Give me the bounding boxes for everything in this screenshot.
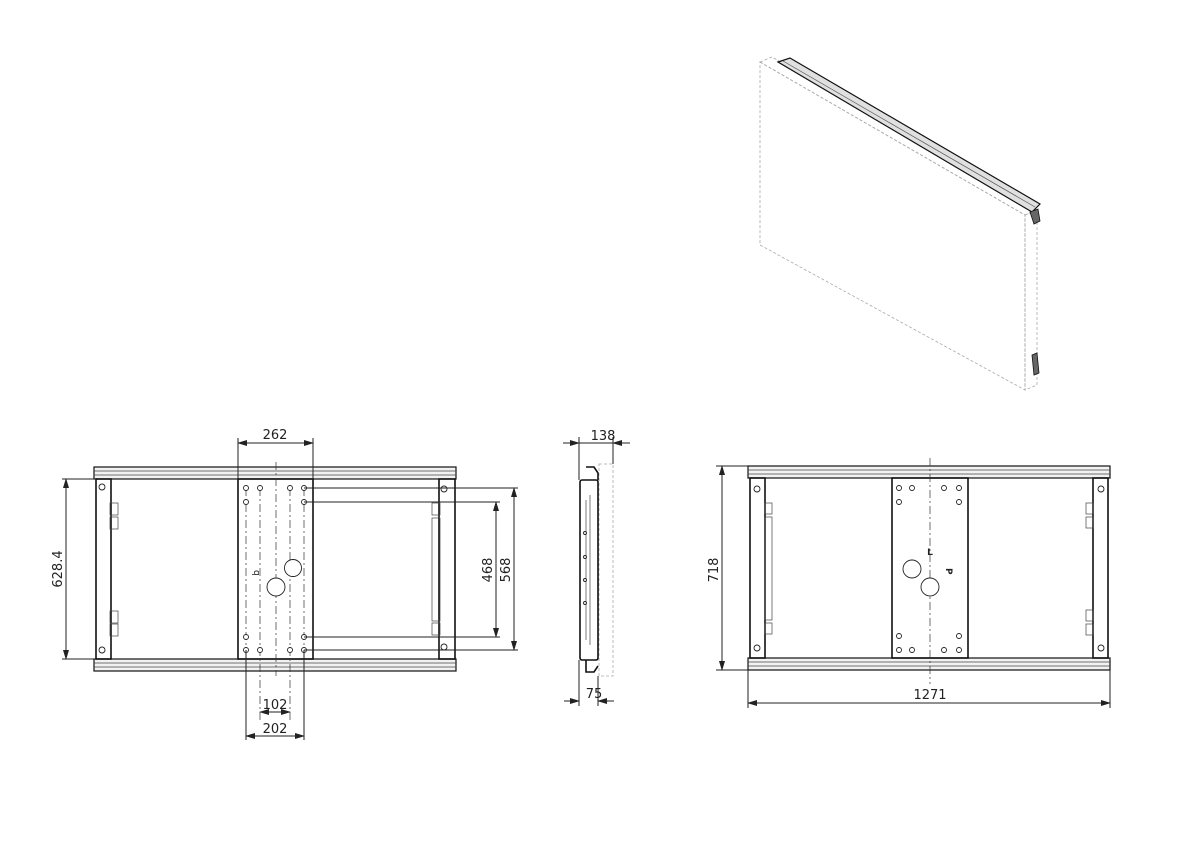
dim-75: 75 xyxy=(586,687,603,702)
cable-hole xyxy=(266,577,286,597)
dim-262: 262 xyxy=(263,428,288,443)
cable-hole xyxy=(902,559,922,579)
dim-1271: 1271 xyxy=(913,688,946,703)
side-view: 138 75 xyxy=(563,429,630,706)
cable-hole xyxy=(284,559,302,577)
dim-568: 568 xyxy=(499,558,514,583)
isometric-view xyxy=(759,56,1041,391)
mounting-holes xyxy=(896,485,962,653)
dim-138: 138 xyxy=(591,429,616,444)
front-view-right: L P 718 1271 xyxy=(707,458,1111,708)
marker-l: L xyxy=(927,548,933,558)
dim-468: 468 xyxy=(481,558,496,583)
marker-p: P xyxy=(943,568,953,575)
mounting-holes xyxy=(243,485,307,653)
front-view-left: q 262 628.4 468 568 102 202 xyxy=(51,428,518,740)
dim-102: 102 xyxy=(263,698,288,713)
dim-718: 718 xyxy=(707,558,722,583)
cable-hole xyxy=(920,577,940,597)
dim-628-4: 628.4 xyxy=(51,550,66,587)
dim-202: 202 xyxy=(263,722,288,737)
marker-label: q xyxy=(251,570,261,576)
